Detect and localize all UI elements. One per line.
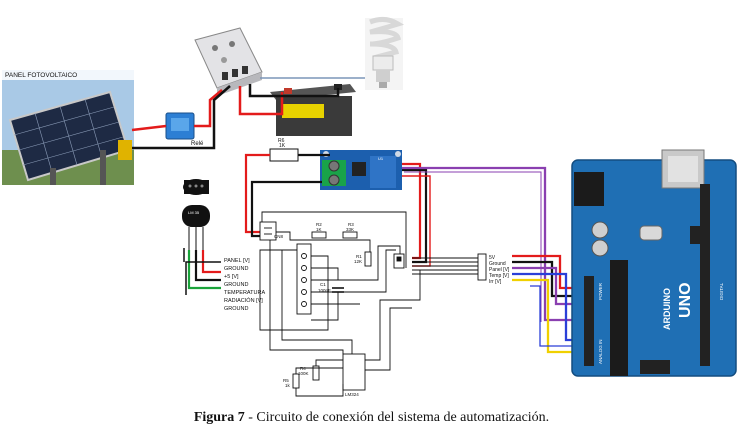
r1-label: R1 [356,254,362,259]
relay-label: Relé [191,141,204,147]
left-connector-labels: PANEL [V] GROUND +5 [V] GROUND TEMPERATU… [224,258,265,312]
pcb-schematic [259,211,487,397]
figure-caption: Figura 7 - Circuito de conexión del sist… [0,410,743,426]
power-wires [131,77,365,150]
r6-label: R6 [278,138,285,144]
power-label: POWER [598,282,603,300]
con-right-4: Irr [V] [489,279,502,285]
r2-label: R2 [316,222,322,227]
resistor-r6: R6 1K [269,138,299,162]
con-left-0: PANEL [V] [224,258,250,264]
u1-label: U1 [378,156,384,161]
con-right-1: Ground [489,261,506,267]
solar-panel: PANEL FOTOVOLTAICO [2,70,134,185]
r1-value: 12K [354,259,362,264]
r3-label: R3 [348,222,354,227]
con-left-1: GROUND [224,266,248,272]
lm35-label: LM 35 [188,210,200,215]
current-sensor-module: U1 [320,150,402,190]
relay: Relé [165,112,204,147]
con-right-3: Temp [V] [489,273,509,279]
con-left-6: GROUND [224,306,248,312]
con-left-5: RADIACIÓN [V] [224,297,263,304]
ic-label: LM324 [345,392,359,397]
c1-value: 100nF [318,288,331,293]
analog-in-label: ANALOG IN [598,339,603,364]
sensor-wires [183,248,221,295]
lm35-sensor: LM 35 [182,179,210,250]
con-left-4: TEMPERATURA [224,290,265,296]
figure-number: Figura 7 [193,410,245,425]
charge-controller [194,27,263,96]
r5-label: R5 [283,378,289,383]
right-connector-labels: 5V Ground Panel [V] Temp [V] Irr [V] [489,255,510,285]
signal-wires [402,166,580,354]
r2-value: 1K [316,227,322,232]
con-left-2: +5 [V] [224,274,239,280]
battery [270,84,356,136]
r4-label: R4 [300,366,306,371]
c1-label: C1 [320,282,326,287]
con-left-3: GROUND [224,282,248,288]
cn8-label: CN8 [274,234,283,239]
panel-label: PANEL FOTOVOLTAICO [5,72,77,79]
r5-value: 1k [285,383,291,388]
arduino-uno-board: ARDUINO UNO ANALOG IN DIGITAL POWER [571,149,737,377]
digital-label: DIGITAL [719,282,724,300]
r3-value: 33K [346,227,354,232]
con-right-0: 5V [489,255,496,261]
arduino-label: ARDUINO [662,288,672,330]
r4-value: 100K [298,371,309,376]
cfl-bulb-icon [365,16,405,90]
con-right-2: Panel [V] [489,267,510,273]
r6-value: 1K [279,143,286,149]
figure-caption-text: - Circuito de conexión del sistema de au… [244,410,550,425]
uno-label: UNO [677,282,694,318]
schematic-labels: CN8 R2 1K R3 33K R1 12K C1 100nF R4 100K… [274,222,362,397]
